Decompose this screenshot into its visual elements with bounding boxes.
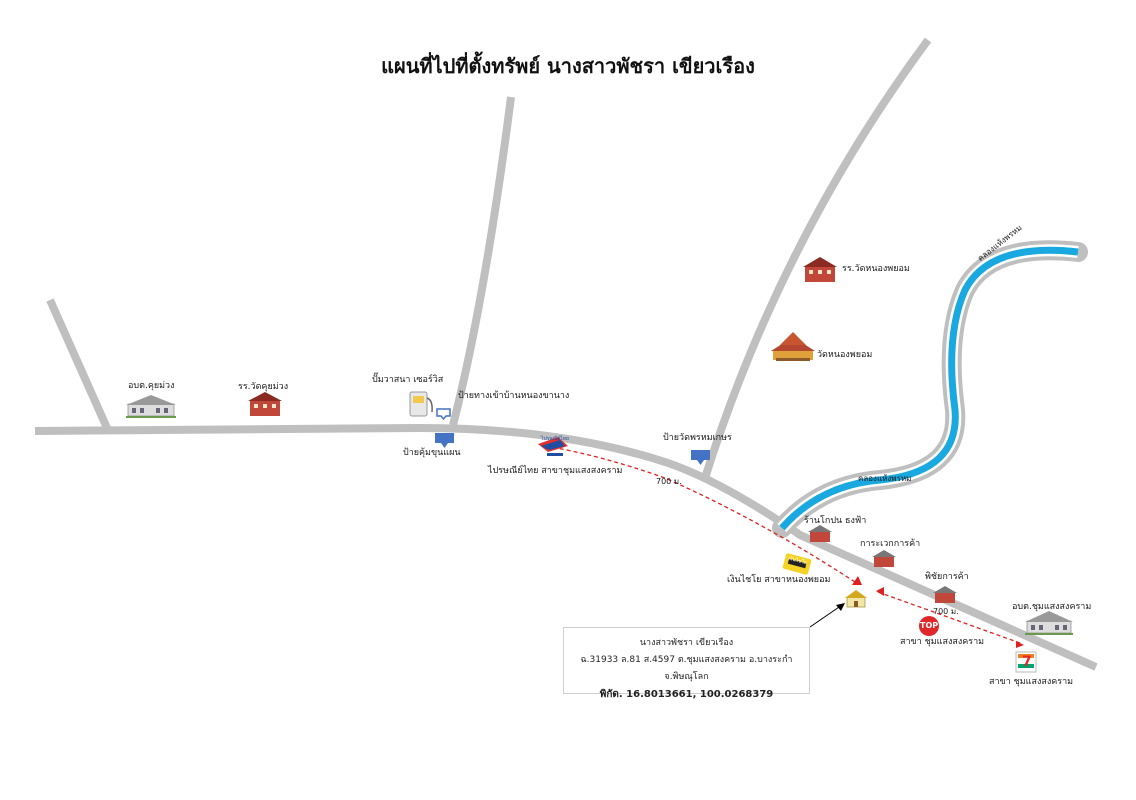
- road-northwest-branch: [46, 298, 111, 430]
- property-pointer-head: [836, 603, 845, 611]
- label-gas-station: ปั๊มวาสนา เซอร์วิส: [372, 375, 444, 385]
- coord-label: พิกัด.: [599, 689, 623, 700]
- label-obt-chumsaeng: อบต.ชุมแสงสงคราม: [1012, 602, 1092, 612]
- property-pointer-line: [809, 604, 843, 628]
- property-info-box: นางสาวพัชรา เขียวเรือง ฉ.31933 ล.81 ส.45…: [563, 627, 810, 700]
- office-building-icon: [126, 395, 176, 418]
- office-building-icon: [1025, 611, 1073, 635]
- label-post-office: ไปรษณีย์ไทย สาขาชุมแสงสงคราม: [488, 466, 623, 476]
- label-distance-700-right: 700 ม.: [933, 607, 959, 616]
- property-owner: นางสาวพัชรา เขียวเรือง: [639, 638, 734, 648]
- main-road: [34, 424, 1098, 671]
- route-arrow-seven: [1016, 641, 1024, 648]
- pin-icon: [435, 433, 454, 448]
- tops-logo-text: TOP: [920, 621, 939, 630]
- canal: [772, 240, 1088, 538]
- label-tops-branch: สาขา ชุมแสงสงคราม: [900, 637, 985, 647]
- label-canal-lower: คลองแห้งพรหม: [858, 474, 912, 483]
- route-arrow-right: [876, 587, 884, 596]
- shop-icon: [933, 586, 957, 603]
- gas-pump-icon: [409, 391, 433, 417]
- thailand-post-logo-icon: [538, 437, 568, 456]
- coord-value: 16.8013661, 100.0268379: [626, 689, 774, 700]
- shop-icon: [872, 550, 896, 567]
- label-seven-branch: สาขา ชุมแสงสงคราม: [989, 677, 1074, 687]
- route-arrow-property: [852, 576, 862, 585]
- label-sign-ban-nong: ป้ายทางเข้าบ้านหนองขานาง: [458, 391, 570, 401]
- roads: [34, 37, 1098, 671]
- ngern-tid-lor-logo-icon: [782, 553, 812, 575]
- road-north-to-wat-phrom: [701, 37, 932, 480]
- label-school-nong-phayom: รร.วัดหนองพยอม: [842, 264, 910, 274]
- label-shop-chaichana: ร้านโกปน ธงฟ้า: [804, 516, 867, 526]
- pin-icon: [691, 450, 710, 465]
- property-coordinates-line: พิกัด. 16.8013661, 100.0268379: [564, 686, 809, 703]
- property-deed: ฉ.31933 ล.81 ส.4597 ต.ชุมแสงสงคราม อ.บาง…: [580, 655, 793, 682]
- label-obt-khuiwang: อบต.คุยม่วง: [128, 381, 175, 391]
- shop-icon: [808, 525, 832, 542]
- label-ngern-tid-lor: เงินไชโย สาขาหนองพยอม: [727, 575, 831, 585]
- temple-icon: [771, 332, 815, 361]
- tops-logo-icon: [919, 616, 939, 636]
- label-bus-stop-khum: ป้ายคุ้มขุนแผน: [403, 448, 461, 458]
- map-title: แผนที่ไปที่ตั้งทรัพย์ นางสาวพัชรา เขียวเ…: [381, 54, 755, 78]
- signpost-icon: [436, 408, 451, 421]
- seven-eleven-logo-icon: [1015, 651, 1037, 673]
- label-distance-700-left: 700 ม.: [656, 477, 682, 486]
- label-sign-wat: ป้ายวัดพรหมเกษร: [663, 433, 732, 443]
- label-school-khuiwang: รร.วัดคุยม่วง: [238, 382, 289, 392]
- school-icon: [248, 392, 282, 416]
- post-logo-text: ไปรษณีย์ไทย: [541, 436, 569, 442]
- seven-logo-text: 7: [1022, 654, 1032, 670]
- school-icon: [803, 257, 837, 282]
- house-icon: [845, 590, 867, 608]
- label-temple-nong-phayom: วัดหนองพยอม: [817, 350, 873, 360]
- road-north-to-nong-khanang: [449, 96, 515, 426]
- label-karawek-shop: การะเวกการค้า: [860, 539, 921, 549]
- label-phichit-shop: พิชัยการค้า: [925, 572, 969, 582]
